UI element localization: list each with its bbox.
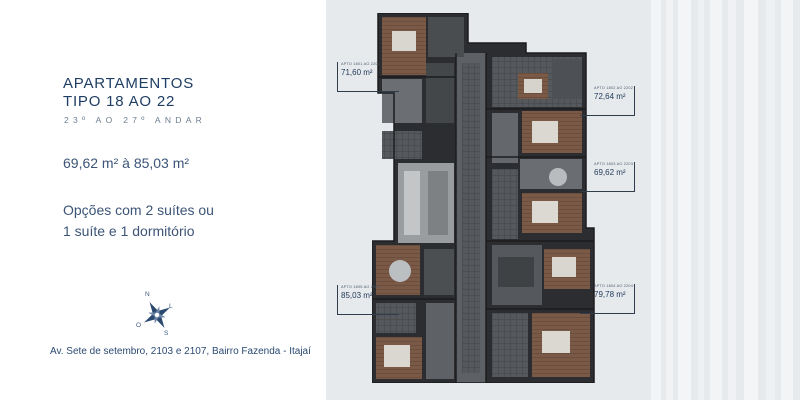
leader-line	[634, 86, 635, 116]
leader-line	[337, 62, 338, 92]
compass-s-label: S	[164, 330, 169, 337]
unit-area: 72,64 m²	[594, 92, 626, 101]
floor-plan-image	[372, 13, 595, 383]
address-text: Av. Sete de setembro, 2103 e 2107, Bairr…	[50, 346, 311, 357]
layout-options: Opções com 2 suítes ou 1 suíte e 1 dormi…	[63, 200, 214, 242]
page-title: APARTAMENTOS TIPO 18 AO 22	[63, 75, 194, 111]
leader-line	[580, 313, 635, 314]
unit-code: APTO 1805 AO 2205	[341, 285, 381, 289]
leader-line	[337, 285, 338, 315]
unit-label-1805: APTO 1805 AO 2205 85,03 m²	[337, 285, 399, 315]
compass-o-label: O	[136, 322, 142, 329]
info-panel: APARTAMENTOS TIPO 18 AO 22 23º AO 27º AN…	[0, 0, 326, 400]
unit-code: APTO 1801 AO 2201	[341, 62, 381, 66]
unit-code: APTO 1804 AO 2204	[594, 284, 634, 288]
unit-label-1803: APTO 1803 AO 2203 69,62 m²	[580, 162, 635, 192]
leader-line	[634, 162, 635, 192]
bg-stripe	[710, 0, 722, 400]
leader-line	[580, 115, 635, 116]
leader-line	[337, 91, 399, 92]
bg-stripe	[678, 0, 691, 400]
compass-star-icon	[144, 302, 170, 328]
leader-line	[634, 284, 635, 314]
area-range: 69,62 m² à 85,03 m²	[63, 155, 190, 171]
bg-stripe	[698, 0, 704, 400]
title-line-2: TIPO 18 AO 22	[63, 93, 176, 110]
title-line-1: APARTAMENTOS	[63, 75, 195, 92]
unit-area: 69,62 m²	[594, 168, 626, 177]
bg-stripe	[744, 0, 758, 400]
compass-l-label: L	[169, 303, 173, 310]
unit-label-1804: APTO 1804 AO 2204 79,78 m²	[580, 284, 635, 314]
options-line-2: 1 suíte e 1 dormitório	[63, 223, 195, 239]
bg-stripe	[666, 0, 673, 400]
floors-subtitle: 23º AO 27º ANDAR	[64, 115, 207, 125]
unit-area: 85,03 m²	[341, 291, 373, 300]
unit-area: 79,78 m²	[594, 290, 626, 299]
options-line-1: Opções com 2 suítes ou	[63, 202, 214, 218]
unit-label-1801: APTO 1801 AO 2201 71,60 m²	[337, 62, 399, 92]
bg-stripe	[728, 0, 736, 400]
unit-code: APTO 1803 AO 2203	[594, 162, 634, 166]
bg-stripe	[651, 0, 661, 400]
leader-line	[580, 191, 635, 192]
leader-line	[337, 314, 399, 315]
unit-label-1802: APTO 1802 AO 2202 72,64 m²	[580, 86, 635, 116]
compass-rose: N L S O	[131, 289, 183, 341]
bg-stripe	[766, 0, 775, 400]
compass-n-label: N	[145, 291, 150, 298]
bg-stripe	[781, 0, 793, 400]
unit-code: APTO 1802 AO 2202	[594, 86, 634, 90]
unit-area: 71,60 m²	[341, 68, 373, 77]
